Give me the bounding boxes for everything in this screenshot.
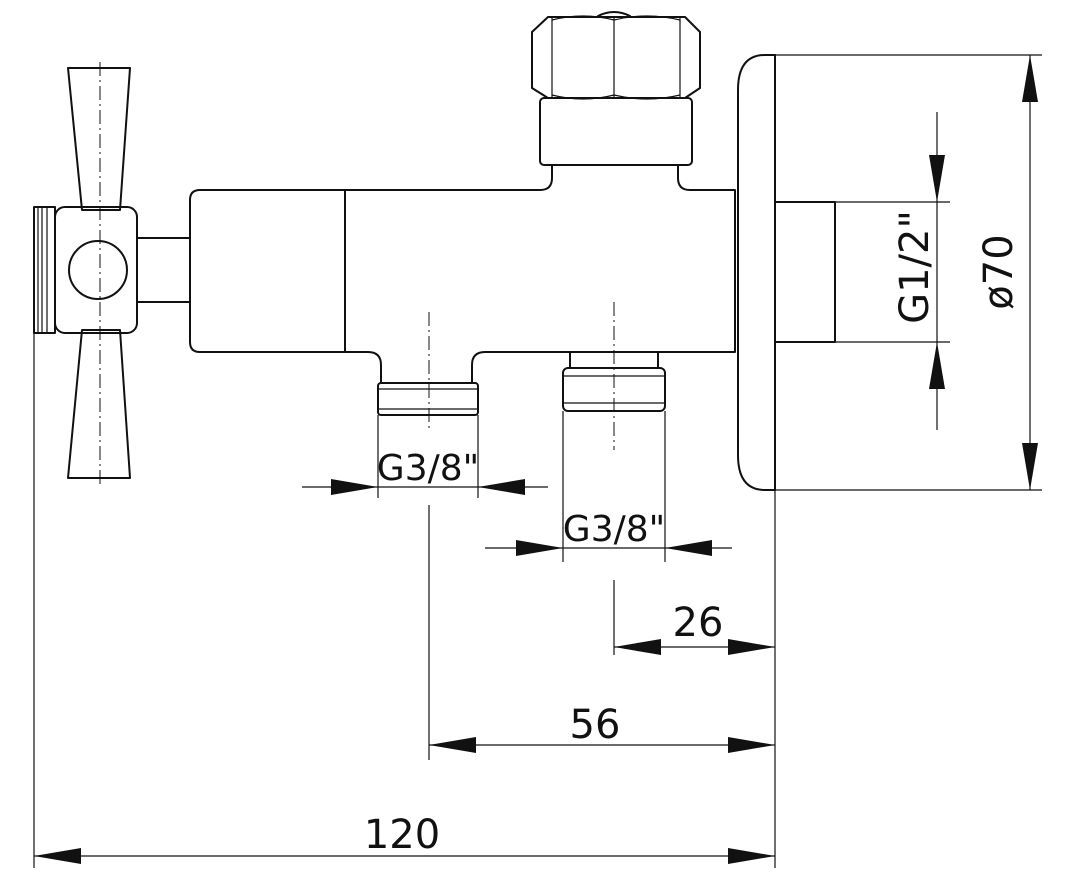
flange-diameter-dimension: ø70 (976, 55, 1038, 490)
nut-base (539, 97, 693, 166)
inlet-thread-dimension: G1/2" (892, 112, 945, 430)
wall-flange (737, 54, 836, 491)
right-outlet-thread-label: G3/8" (563, 509, 665, 550)
inlet-thread-stub (774, 201, 836, 343)
handle-bottom-lever (67, 329, 131, 479)
valve-body (189, 164, 736, 450)
overall-length-dimension: 120 (34, 812, 775, 864)
far-outlet-offset-dimension: 56 (429, 702, 775, 753)
right-outlet-thread-dimension: G3/8" (485, 509, 732, 556)
near-outlet-offset-label: 26 (673, 600, 724, 646)
near-outlet-offset-dimension: 26 (614, 600, 775, 655)
flange-rosette (737, 54, 776, 491)
overall-length-label: 120 (364, 812, 440, 858)
left-outlet-thread-label: G3/8" (377, 448, 479, 489)
handle-hub (54, 206, 138, 334)
top-nut (531, 11, 701, 166)
nut-hex (531, 16, 701, 99)
cross-handle (33, 62, 191, 485)
nut-cap (597, 11, 631, 17)
handle-center-cap (68, 240, 128, 300)
flange-diameter-label: ø70 (976, 234, 1022, 309)
handle-top-lever (67, 67, 131, 211)
inlet-thread-label: G1/2" (892, 210, 938, 324)
dimension-annotations: ø70 G1/2" G3/8" G3/8" 26 (33, 54, 1042, 868)
left-outlet-thread (377, 382, 479, 416)
handle-stem (136, 237, 191, 303)
handle-end-plate (33, 206, 56, 334)
body-outline (189, 164, 736, 384)
far-outlet-offset-label: 56 (570, 702, 621, 748)
left-outlet-thread-dimension: G3/8" (302, 448, 548, 495)
